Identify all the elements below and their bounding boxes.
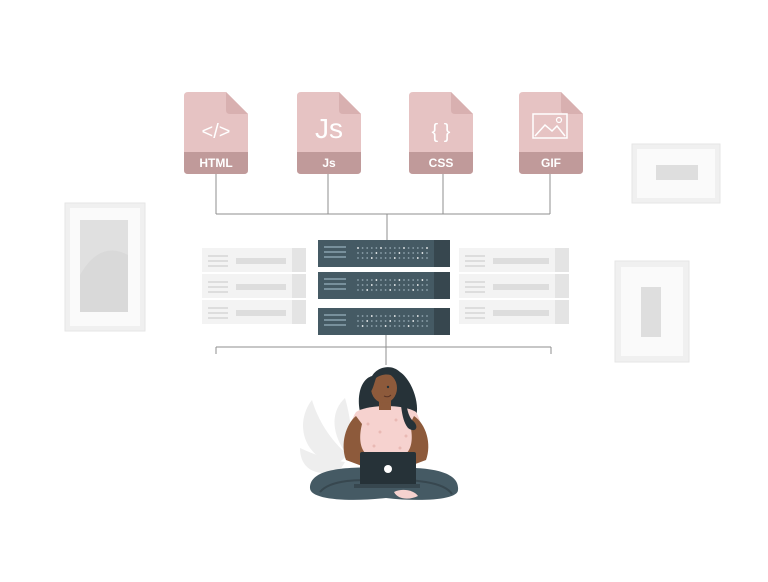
file-icon-html: HTML </>	[184, 92, 248, 174]
server-unit	[318, 272, 450, 299]
file-band	[519, 152, 583, 174]
file-label: CSS	[429, 156, 454, 170]
frame-bottom-right	[614, 260, 690, 363]
code-icon: </>	[202, 121, 231, 143]
file-label: Js	[322, 156, 336, 170]
image-icon	[532, 113, 568, 139]
plant-leaves	[300, 398, 352, 474]
braces-icon: { }	[432, 121, 451, 143]
javascript-icon: Js	[315, 113, 343, 144]
file-icon-css: CSS { }	[409, 92, 473, 174]
file-fold	[339, 92, 361, 114]
file-band	[297, 152, 361, 174]
server-unit	[318, 308, 450, 335]
file-fold	[451, 92, 473, 114]
file-connector-lines	[215, 173, 551, 240]
file-label: GIF	[541, 156, 561, 170]
server-unit	[318, 240, 450, 267]
file-label: HTML	[199, 156, 232, 170]
file-band	[184, 152, 248, 174]
server-rack	[318, 240, 450, 335]
woman-with-laptop	[310, 367, 459, 500]
file-fold	[561, 92, 583, 114]
side-rack-right	[459, 248, 569, 324]
frame-top-right	[631, 143, 721, 204]
frame-left	[64, 202, 146, 332]
side-rack-left	[202, 248, 306, 324]
server-connector-line	[215, 335, 552, 365]
file-fold	[226, 92, 248, 114]
file-icon-gif: GIF	[519, 92, 583, 174]
file-band	[409, 152, 473, 174]
